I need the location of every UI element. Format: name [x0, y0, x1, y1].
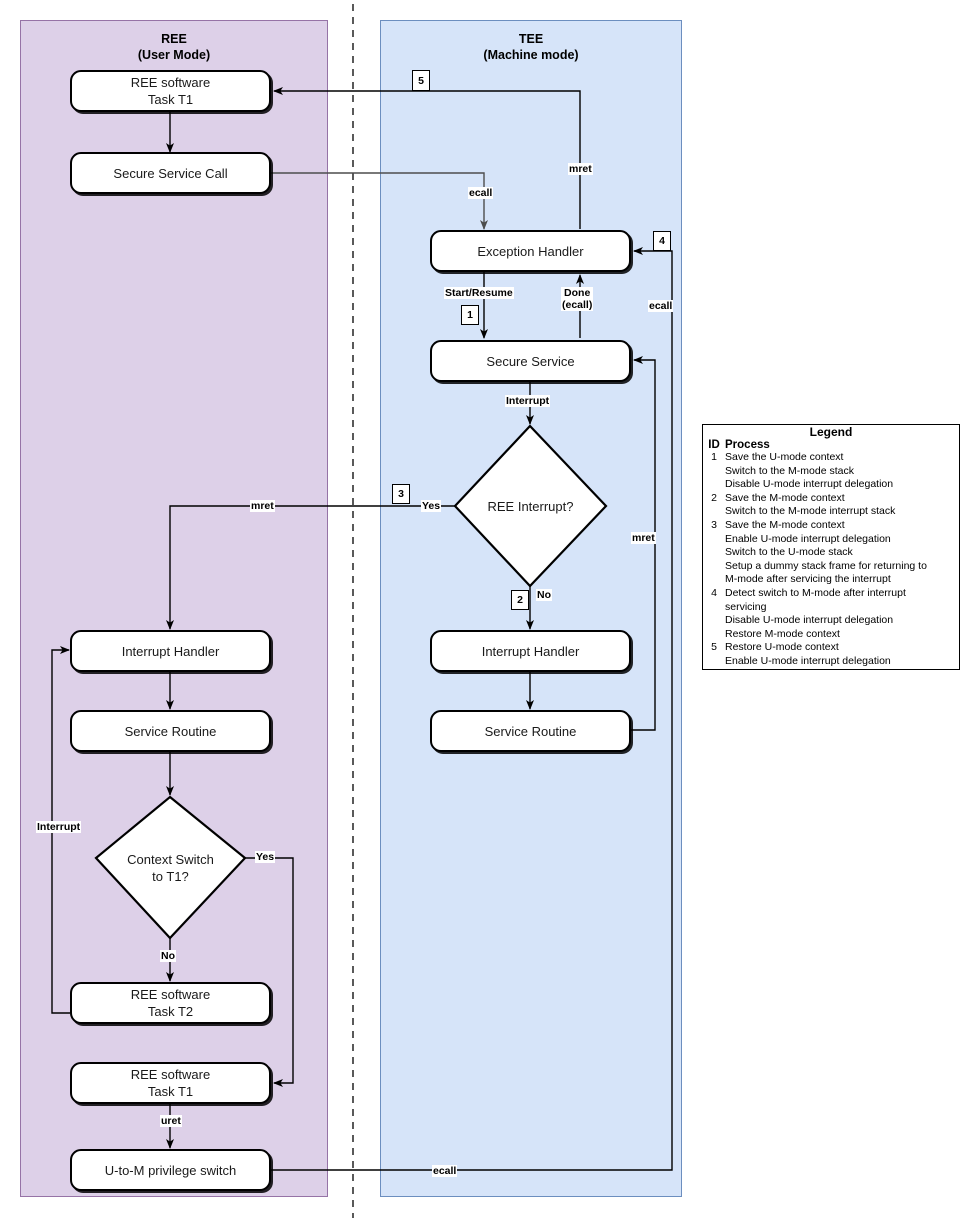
edge-label-no-ree-interrupt: No: [536, 589, 552, 601]
edge-label-mret-left: mret: [250, 500, 275, 512]
node-u-to-m-privilege-switch-label: U-to-M privilege switch: [104, 1162, 237, 1178]
node-exception-handler[interactable]: Exception Handler: [430, 230, 631, 272]
edge-label-done-ecall: Done (ecall): [561, 287, 594, 311]
decision-context-switch-line1: Context Switch: [127, 851, 214, 867]
legend-row: 2 Save the M-mode context Switch to the …: [703, 492, 959, 519]
legend-row-id: 5: [711, 641, 717, 654]
edge-label-mret-right: mret: [631, 532, 656, 544]
edge-mret-to-ree-t1: [273, 87, 581, 229]
legend-row-process: Save the M-mode context Enable U-mode in…: [725, 518, 927, 586]
node-ree-service-routine-label: Service Routine: [124, 723, 217, 739]
node-ree-interrupt-handler[interactable]: Interrupt Handler: [70, 630, 271, 672]
legend-row-process: Save the U-mode context Switch to the M-…: [725, 451, 894, 491]
node-ree-service-routine[interactable]: Service Routine: [70, 710, 271, 752]
edge-label-yes-context-switch: Yes: [255, 851, 276, 863]
legend-row-process: Detect switch to M-mode after interrupt …: [725, 586, 906, 640]
decision-context-switch-shape: [94, 795, 247, 940]
panel-tee-title: TEE (Machine mode): [381, 31, 681, 63]
panel-ree-title: REE (User Mode): [21, 31, 327, 63]
node-ree-t2-line2: Task T2: [147, 1004, 194, 1019]
decision-context-switch-line2: to T1?: [152, 868, 189, 884]
node-u-to-m-privilege-switch[interactable]: U-to-M privilege switch: [70, 1149, 271, 1191]
step-marker-4: 4: [653, 231, 671, 251]
node-ree-t1-bottom-line1: REE software: [130, 1067, 211, 1082]
legend-row: 5 Restore U-mode context Enable U-mode i…: [703, 641, 959, 668]
edge-label-no-context-switch: No: [160, 950, 176, 962]
legend-title-row: Legend: [703, 425, 959, 439]
node-tee-interrupt-handler[interactable]: Interrupt Handler: [430, 630, 631, 672]
legend-table: Legend ID Process 1 Save the U-mode cont…: [702, 424, 960, 670]
decision-ree-interrupt[interactable]: REE Interrupt?: [455, 426, 606, 586]
node-exception-handler-label: Exception Handler: [477, 243, 584, 259]
edge-label-interrupt-left: Interrupt: [36, 821, 82, 833]
node-secure-service-call-label: Secure Service Call: [113, 165, 228, 181]
node-ree-t2-line1: REE software: [130, 987, 211, 1002]
decision-ree-interrupt-label: REE Interrupt?: [487, 498, 574, 514]
edge-decision-yes-mret-to-ree-ih: [166, 505, 455, 630]
edge-mret-to-secure-service: [630, 356, 656, 731]
legend-row: 4 Detect switch to M-mode after interrup…: [703, 587, 959, 641]
legend-row: 3 Save the M-mode context Enable U-mode …: [703, 519, 959, 587]
legend-row-process: Save the M-mode context Switch to the M-…: [725, 491, 896, 518]
node-ree-t1-bottom-line2: Task T1: [147, 1084, 194, 1099]
edge-service-call-ecall: [271, 172, 488, 230]
edge-label-uret: uret: [160, 1115, 182, 1127]
legend-row-process: Restore U-mode context Enable U-mode int…: [725, 641, 891, 667]
edge-cs-yes-to-t1-bottom: [245, 857, 294, 1087]
legend-title: Legend: [809, 425, 853, 439]
step-marker-3: 3: [392, 484, 410, 504]
node-ree-software-task-t2[interactable]: REE software Task T2: [70, 982, 271, 1024]
node-tee-service-routine[interactable]: Service Routine: [430, 710, 631, 752]
node-ree-software-task-t1-bottom[interactable]: REE software Task T1: [70, 1062, 271, 1104]
panel-tee: TEE (Machine mode): [380, 20, 682, 1197]
legend-header-row: ID Process: [703, 439, 959, 451]
node-ree-software-task-t1-top[interactable]: REE software Task T1: [70, 70, 271, 112]
step-marker-1: 1: [461, 305, 479, 325]
node-tee-service-routine-label: Service Routine: [484, 723, 577, 739]
panel-ree-title-main: REE: [161, 32, 187, 46]
node-secure-service[interactable]: Secure Service: [430, 340, 631, 382]
step-marker-2: 2: [511, 590, 529, 610]
legend-header-process: Process: [725, 439, 770, 451]
edge-label-ecall-top: ecall: [468, 187, 494, 199]
node-secure-service-call[interactable]: Secure Service Call: [70, 152, 271, 194]
legend-row-id: 4: [711, 586, 717, 599]
panel-ree-title-sub: (User Mode): [137, 48, 211, 62]
legend-row-id: 1: [711, 451, 717, 463]
legend-row-id: 2: [711, 491, 717, 504]
edge-ecall-bottom-to-exception-handler: [271, 247, 673, 1171]
node-ree-interrupt-handler-label: Interrupt Handler: [121, 643, 220, 659]
edge-label-ecall-right: ecall: [648, 300, 674, 312]
decision-ree-interrupt-shape: [453, 424, 608, 588]
legend-row-id: 3: [711, 518, 717, 531]
legend-row: 1 Save the U-mode context Switch to the …: [703, 451, 959, 492]
panel-tee-title-main: TEE: [518, 32, 544, 46]
legend-header-id: ID: [708, 439, 720, 451]
panel-tee-title-sub: (Machine mode): [483, 48, 579, 62]
edge-label-yes-ree-interrupt: Yes: [421, 500, 442, 512]
edge-label-mret-top: mret: [568, 163, 593, 175]
step-marker-5: 5: [412, 70, 430, 91]
node-ree-t1-top-line1: REE software: [130, 75, 211, 90]
node-tee-interrupt-handler-label: Interrupt Handler: [481, 643, 580, 659]
node-secure-service-label: Secure Service: [486, 353, 575, 369]
edge-label-start-resume: Start/Resume: [444, 287, 514, 299]
edge-label-done-line1: Done: [564, 287, 591, 299]
node-ree-t1-top-line2: Task T1: [147, 92, 194, 107]
edge-label-ecall-bottom: ecall: [432, 1165, 458, 1177]
edge-label-interrupt-mid: Interrupt: [505, 395, 551, 407]
decision-context-switch[interactable]: Context Switch to T1?: [96, 797, 245, 938]
edge-label-done-line2: (ecall): [562, 299, 593, 311]
